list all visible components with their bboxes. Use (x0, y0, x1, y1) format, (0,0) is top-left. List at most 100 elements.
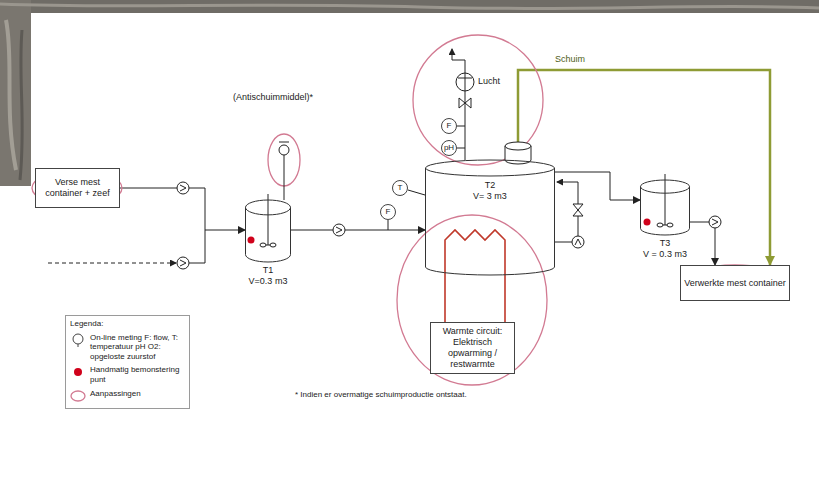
instrument-symbol (70, 333, 86, 347)
instrument-circle: F (380, 204, 396, 220)
node-label: pH (444, 144, 454, 152)
agitator-part (260, 243, 266, 247)
pump-symbol-part (572, 236, 584, 248)
legend-text: Handmatig bemonstering punt (90, 365, 185, 384)
text-group: T (398, 184, 403, 192)
recirculation-loop (555, 182, 583, 242)
pump-symbol-part (712, 219, 718, 225)
tank-name: T3 (615, 238, 715, 249)
edge-label: Schuim (553, 54, 587, 65)
pump-symbol-part (177, 182, 189, 194)
tank-name: T1 (220, 265, 316, 276)
feed-lines-part (189, 230, 205, 263)
pump-symbol-part (336, 227, 342, 233)
text-group: F (386, 208, 391, 216)
tank-outline (425, 160, 555, 275)
legend-row: Aanpassingen (70, 389, 185, 403)
adjustment-ellipse-part (413, 35, 543, 165)
node-label: Warmte circuit: Elektrisch opwarming / r… (434, 326, 511, 369)
air-supply-part (459, 98, 471, 108)
container-box: Verse mest container + zeef (35, 168, 120, 208)
text-group: T2V= 3 m3 (425, 180, 555, 203)
legend-row: On-line meting F: flow, T: temperatuur p… (70, 333, 185, 362)
node-label: T (398, 184, 403, 192)
heating-line (445, 275, 505, 322)
photo-background-part (0, 4, 819, 9)
air-supply-part (452, 49, 465, 73)
photo-background (0, 0, 819, 186)
node-label: F (447, 122, 452, 130)
volume-label: V= 3 m3 (425, 191, 555, 202)
tank-outline (640, 180, 690, 235)
pump-symbol-part (180, 185, 186, 191)
legend-title: Legenda: (70, 319, 185, 329)
volume-label: V=0.3 m3 (220, 276, 316, 287)
agitator-part (659, 174, 671, 225)
dosing-symbol-part (279, 142, 289, 143)
text-group: Verse mest container + zeef (39, 177, 116, 199)
air-supply-part (456, 73, 474, 91)
recirculation-loop-part (555, 182, 578, 242)
foam-outlet-part (505, 142, 531, 150)
node-label: Verse mest container + zeef (39, 177, 116, 199)
text-group: T1V=0.3 m3 (220, 265, 316, 288)
agitator-part (262, 194, 274, 245)
legend-swatch (74, 368, 82, 376)
annotation: (Antischuimmiddel)* (233, 92, 313, 103)
pump-symbol-part (177, 257, 189, 269)
agitator (260, 174, 673, 247)
tank-outline (245, 200, 291, 262)
heating-box: Warmte circuit: Elektrisch opwarming / r… (430, 322, 515, 374)
node-label: F (386, 208, 391, 216)
dosing-symbol (279, 142, 289, 200)
tank-name: T2 (425, 180, 555, 191)
node-label: Verwerkte mest container (684, 278, 786, 289)
photo-background-part (0, 0, 31, 186)
dosing-symbol-part (284, 155, 285, 200)
heating-coil (445, 230, 505, 275)
pump-symbol (177, 182, 721, 269)
volume-label: V = 0.3 m3 (615, 249, 715, 260)
instrument-stalks-part (457, 126, 465, 127)
tank: T1V=0.3 m3 (245, 200, 291, 262)
legend-sample (70, 389, 86, 403)
feed-lines-part (48, 263, 176, 264)
agitator-part (657, 223, 663, 227)
air-supply-part (458, 73, 472, 91)
text-group: Verwerkte mest container (684, 278, 786, 289)
agitator-part (270, 243, 276, 247)
legend-text: Aanpassingen (90, 389, 185, 399)
instrument-circle: F (441, 118, 457, 134)
photo-background-part (20, 30, 22, 180)
adjustment-ellipse-part (397, 215, 547, 385)
photo-background-part (6, 20, 16, 170)
instrument-stalks-part (408, 190, 425, 195)
legend-sample (70, 365, 86, 379)
tank: T2V= 3 m3 (425, 160, 555, 275)
legend-box: Legenda: On-line meting F: flow, T: tempe… (65, 315, 190, 409)
sampling-point-part (248, 237, 255, 244)
container-box: Verwerkte mest container (680, 265, 790, 301)
sampling-point-part (644, 219, 651, 226)
foam-line (518, 70, 770, 265)
flow-connector (555, 172, 640, 200)
text-group: pH (444, 144, 454, 152)
text-group: Warmte circuit: Elektrisch opwarming / r… (434, 326, 511, 369)
instrument-stalks-part (388, 220, 389, 230)
text-group: F (447, 122, 452, 130)
ellipse-symbol (70, 389, 86, 403)
tank: T3V = 0.3 m3 (640, 180, 690, 235)
legend-sample (70, 333, 86, 347)
pump-symbol-part (575, 239, 581, 245)
legend-row: Handmatig bemonstering punt (70, 365, 185, 384)
agitator-part (667, 223, 673, 227)
recirculation-loop-part (573, 204, 583, 216)
instrument-stalks (388, 126, 465, 230)
photo-background-part (0, 0, 819, 13)
pump-symbol-part (709, 216, 721, 228)
instrument-circle: pH (441, 140, 457, 156)
dosing-symbol-part (279, 145, 289, 155)
air-supply-part (465, 91, 466, 160)
